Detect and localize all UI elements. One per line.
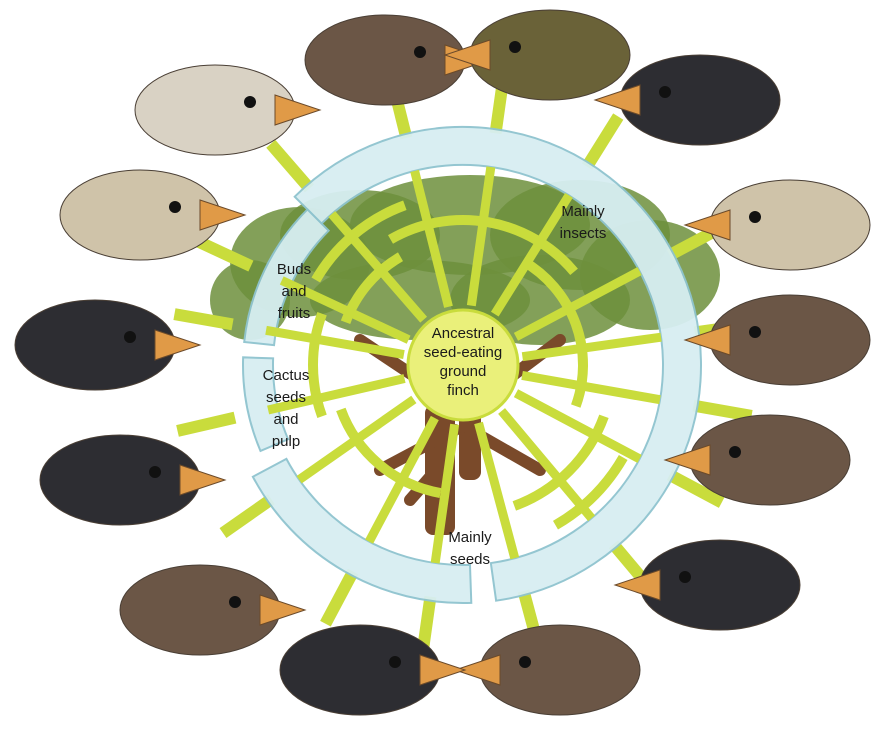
finch-head-body — [305, 15, 465, 105]
finch-eye — [169, 201, 181, 213]
finch-eye — [729, 446, 741, 458]
spoke-branch — [587, 117, 618, 167]
finch-eye — [414, 46, 426, 58]
finch-eye — [389, 656, 401, 668]
spoke-branch — [223, 499, 271, 533]
finch-head-body — [620, 55, 780, 145]
ancestor-node: Ancestral seed-eating ground finch — [408, 310, 518, 420]
finch-head-body — [710, 295, 870, 385]
finch-head — [40, 435, 225, 525]
spoke-branch — [325, 572, 353, 624]
finch-beak — [260, 595, 305, 625]
finch-head-body — [135, 65, 295, 155]
finch-head-body — [710, 180, 870, 270]
group-label-seeds: Mainly — [448, 529, 492, 546]
finch-beak — [200, 200, 245, 230]
finch-head-body — [480, 625, 640, 715]
finch-head-body — [40, 435, 200, 525]
finch-head-body — [280, 625, 440, 715]
finch-head — [685, 295, 870, 385]
finch-head — [615, 540, 800, 630]
finch-head — [280, 625, 465, 715]
ancestor-label-line: Ancestral — [432, 325, 495, 342]
finch-head — [15, 300, 200, 390]
group-label-cactus: and — [273, 411, 298, 428]
finch-head — [455, 625, 640, 715]
ancestor-label-line: ground — [440, 363, 487, 380]
finch-beak — [420, 655, 465, 685]
finch-head-body — [640, 540, 800, 630]
finch-head-body — [470, 10, 630, 100]
finch-beak — [275, 95, 320, 125]
finch-head-body — [15, 300, 175, 390]
finch-head — [445, 10, 630, 100]
spoke-branch — [178, 418, 235, 431]
finch-head-body — [60, 170, 220, 260]
spoke-branch — [693, 406, 751, 416]
ancestor-label-line: seed-eating — [424, 344, 502, 361]
finch-eye — [679, 571, 691, 583]
group-label-buds: Buds — [277, 261, 311, 278]
finch-head — [135, 65, 320, 155]
finch-eye — [149, 466, 161, 478]
group-label-cactus: seeds — [266, 389, 306, 406]
finch-eye — [509, 41, 521, 53]
group-label-seeds: seeds — [450, 551, 490, 568]
ancestor-label-line: finch — [447, 382, 479, 399]
finch-eye — [749, 326, 761, 338]
finch-eye — [749, 211, 761, 223]
group-label-buds: and — [281, 283, 306, 300]
finch-eye — [659, 86, 671, 98]
finch-eye — [244, 96, 256, 108]
group-label-cactus: pulp — [272, 433, 300, 450]
spoke-branch — [271, 144, 310, 189]
group-label-cactus: Cactus — [263, 367, 310, 384]
finch-beak — [155, 330, 200, 360]
finch-head-body — [120, 565, 280, 655]
finch-head-body — [690, 415, 850, 505]
finch-eye — [519, 656, 531, 668]
finch-eye — [124, 331, 136, 343]
finch-eye — [229, 596, 241, 608]
group-label-insects: Mainly — [561, 203, 605, 220]
group-label-buds: fruits — [278, 305, 311, 322]
branch-radial — [522, 375, 660, 399]
finch-head — [120, 565, 305, 655]
group-label-insects: insects — [560, 225, 607, 242]
finch-beak — [180, 465, 225, 495]
